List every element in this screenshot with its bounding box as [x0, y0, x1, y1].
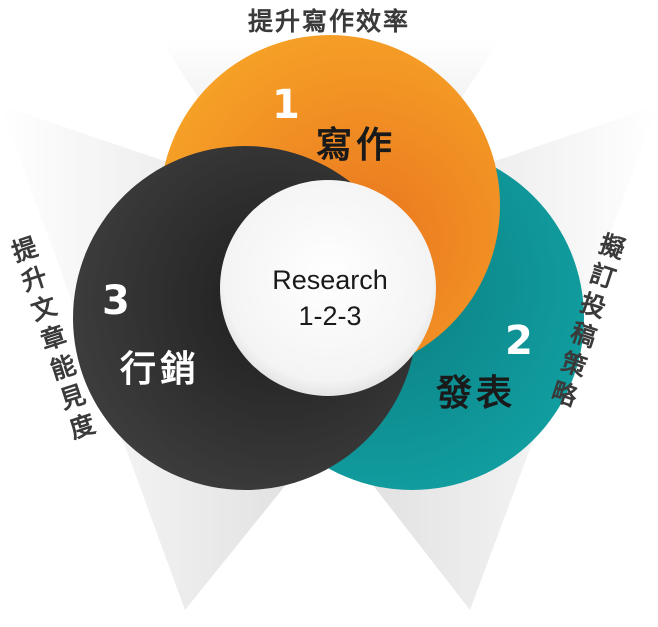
step-3-label: 行銷: [120, 349, 201, 390]
top-label: 提升寫作效率: [247, 7, 410, 36]
center-line-1: Research: [272, 265, 388, 295]
step-3-number: 3: [102, 278, 130, 324]
step-2-number: 2: [505, 318, 533, 364]
step-2-label: 發表: [436, 373, 517, 414]
center-line-2: 1-2-3: [298, 301, 362, 331]
step-1-label: 寫作: [316, 125, 397, 166]
center-label: Research 1-2-3: [230, 262, 430, 334]
step-1-number: 1: [272, 82, 300, 128]
center-circle: [220, 180, 436, 396]
